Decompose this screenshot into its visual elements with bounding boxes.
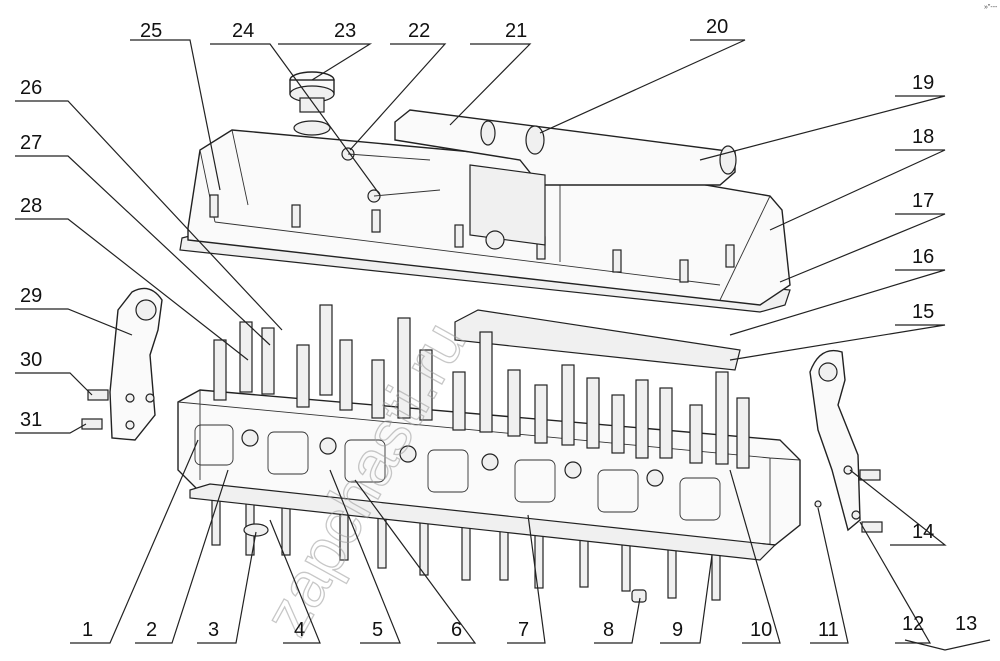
callout-21: 21 [505,20,527,42]
lower-studs [211,489,721,601]
callout-14: 14 [912,521,934,543]
cover-bolts [209,194,735,283]
callout-11: 11 [818,619,839,641]
valve-cover-assembly [179,71,791,313]
callout-23: 23 [334,20,356,42]
exhaust-gasket [189,483,777,561]
callout-31: 31 [20,409,42,431]
callout-3: 3 [208,619,219,641]
callout-15: 15 [912,301,934,323]
callout-18: 18 [912,126,934,148]
callout-22: 22 [408,20,430,42]
callout-5: 5 [372,619,383,641]
head-gasket-plate [454,309,741,371]
leader-lines [15,39,991,651]
callout-13: 13 [955,613,977,635]
callout-labels: 20 21 22 23 24 25 19 18 17 16 15 26 27 2… [20,16,977,641]
callout-29: 29 [20,285,42,307]
callout-24: 24 [232,20,254,42]
hose-clamp [525,125,545,155]
head-bolts [213,304,750,469]
callout-6: 6 [451,619,462,641]
ball [814,500,822,508]
callout-30: 30 [20,349,42,371]
callout-2: 2 [146,619,157,641]
callout-28: 28 [20,195,42,217]
callout-1: 1 [82,619,93,641]
callout-8: 8 [603,619,614,641]
callout-17: 17 [912,190,934,212]
corner-mark: »"--- [984,4,998,11]
callout-9: 9 [672,619,683,641]
callout-20: 20 [706,16,728,38]
callout-19: 19 [912,72,934,94]
callout-27: 27 [20,132,42,154]
head-ports [194,424,721,521]
callout-4: 4 [294,619,305,641]
washer [243,523,269,537]
callout-12: 12 [902,613,924,635]
callout-10: 10 [750,619,772,641]
callout-16: 16 [912,246,934,268]
callout-26: 26 [20,77,42,99]
lifting-bracket-left [81,287,163,441]
breather-tube [394,109,736,186]
cylinder-head-assembly [177,304,822,603]
callout-7: 7 [518,619,529,641]
oil-filler-cap [289,71,335,113]
callout-25: 25 [140,20,162,42]
lifting-bracket-right [809,349,883,533]
